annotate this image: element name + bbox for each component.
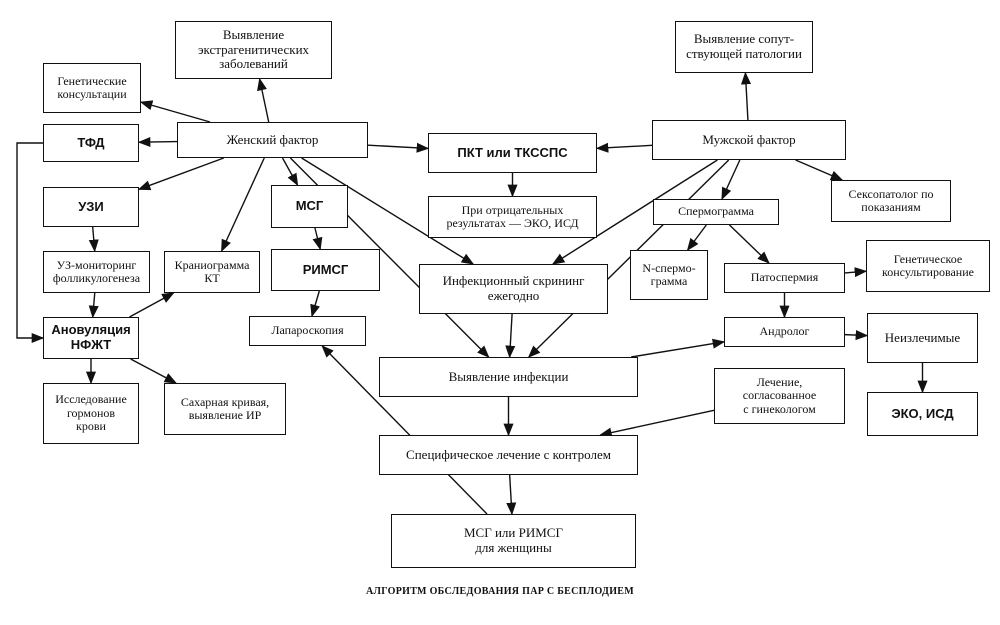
edge-andrologist-to-incurable [844,330,869,341]
diagram-caption: АЛГОРИТМ ОБСЛЕДОВАНИЯ ПАР С БЕСПЛОДИЕМ [365,586,635,597]
edge-treatment-gyn-to-specific-treatment [599,409,715,438]
node-specific-treatment: Специфическое лечение с контролем [379,435,638,475]
edge-female-factor-to-pkt [367,142,430,153]
edge-male-factor-to-pkt [595,142,653,153]
edge-tfd-to-anovulation [16,142,45,344]
node-pkt: ПКТ или ТКССПС [428,133,597,173]
edge-infection-screening-to-infection-detect [505,313,516,359]
edge-anovulation-to-sugar-curve [130,358,178,384]
node-sugar-curve: Сахарная кривая, выявление ИР [164,383,286,435]
node-craniogram: Краниограмма КТ [164,251,260,293]
edge-spermogram-to-n-spermogram [686,224,707,252]
node-infection-screening: Инфекционный скрининг ежегодно [419,264,608,314]
edge-msg-to-rimsg [312,227,323,251]
edge-female-factor-to-msg [281,157,299,187]
node-sexopathologist: Сексопатолог по показаниям [831,180,951,222]
edge-female-factor-to-infection-screening [301,157,475,265]
node-infection-detect: Выявление инфекции [379,357,638,397]
edge-male-factor-to-spermogram [721,159,741,201]
edge-infection-detect-to-andrologist [631,338,726,358]
edge-specific-treatment-to-msg-rimsg-female [506,474,517,516]
edge-patospermia-to-genetic-consult-m [844,267,868,278]
edge-male-factor-to-infection-detect [527,159,730,358]
edge-male-factor-to-infection-screening [551,159,718,265]
node-incurable: Неизлечимые [867,313,978,363]
node-msg: МСГ [271,185,348,228]
edge-uzi-to-uz-monitoring [88,226,99,253]
edge-female-factor-to-uzi [137,157,224,191]
node-n-spermogram: N-спермо- грамма [630,250,708,300]
node-male-factor: Мужской фактор [652,120,846,160]
node-rimsg: РИМСГ [271,249,380,291]
node-andrologist: Андролог [724,317,845,347]
node-spermogram: Спермограмма [653,199,779,225]
node-tfd: ТФД [43,124,139,162]
node-concomitant: Выявление сопут- ствующей патологии [675,21,813,73]
edge-spermogram-to-patospermia [729,224,770,264]
edge-female-factor-to-extragenital [257,77,270,123]
node-negative-results: При отрицательных результатах — ЭКО, ИСД [428,196,597,238]
node-uz-monitoring: УЗ-мониторинг фолликулогенеза [43,251,150,293]
edge-anovulation-to-craniogram [129,292,175,318]
edge-male-factor-to-concomitant [740,71,752,121]
node-laparoscopy: Лапароскопия [249,316,366,346]
node-anovulation: Ановуляция НФЖТ [43,317,139,359]
edge-female-factor-to-craniogram [220,157,265,253]
node-patospermia: Патоспермия [724,263,845,293]
node-female-factor: Женский фактор [177,122,368,158]
node-extragenital: Выявление экстрагенитических заболеваний [175,21,332,79]
node-msg-rimsg-female: МСГ или РИМСГ для женщины [391,514,636,568]
node-eco-isd: ЭКО, ИСД [867,392,978,436]
edge-rimsg-to-laparoscopy [310,290,320,318]
edge-msg-rimsg-female-to-laparoscopy [321,345,488,515]
edge-female-factor-to-tfd [137,136,178,148]
edge-uz-monitoring-to-anovulation [88,292,99,319]
node-uzi: УЗИ [43,187,139,227]
node-treatment-gynecologist: Лечение, согласованное с гинекологом [714,368,845,424]
node-genetic-consult-male: Генетическое консультирование [866,240,990,292]
node-hormones: Исследование гормонов крови [43,383,139,444]
node-genetic-consult-female: Генетические консультации [43,63,141,113]
edge-female-factor-to-genetic-consult-f [139,100,211,123]
edge-male-factor-to-sexopathologist [795,159,844,181]
